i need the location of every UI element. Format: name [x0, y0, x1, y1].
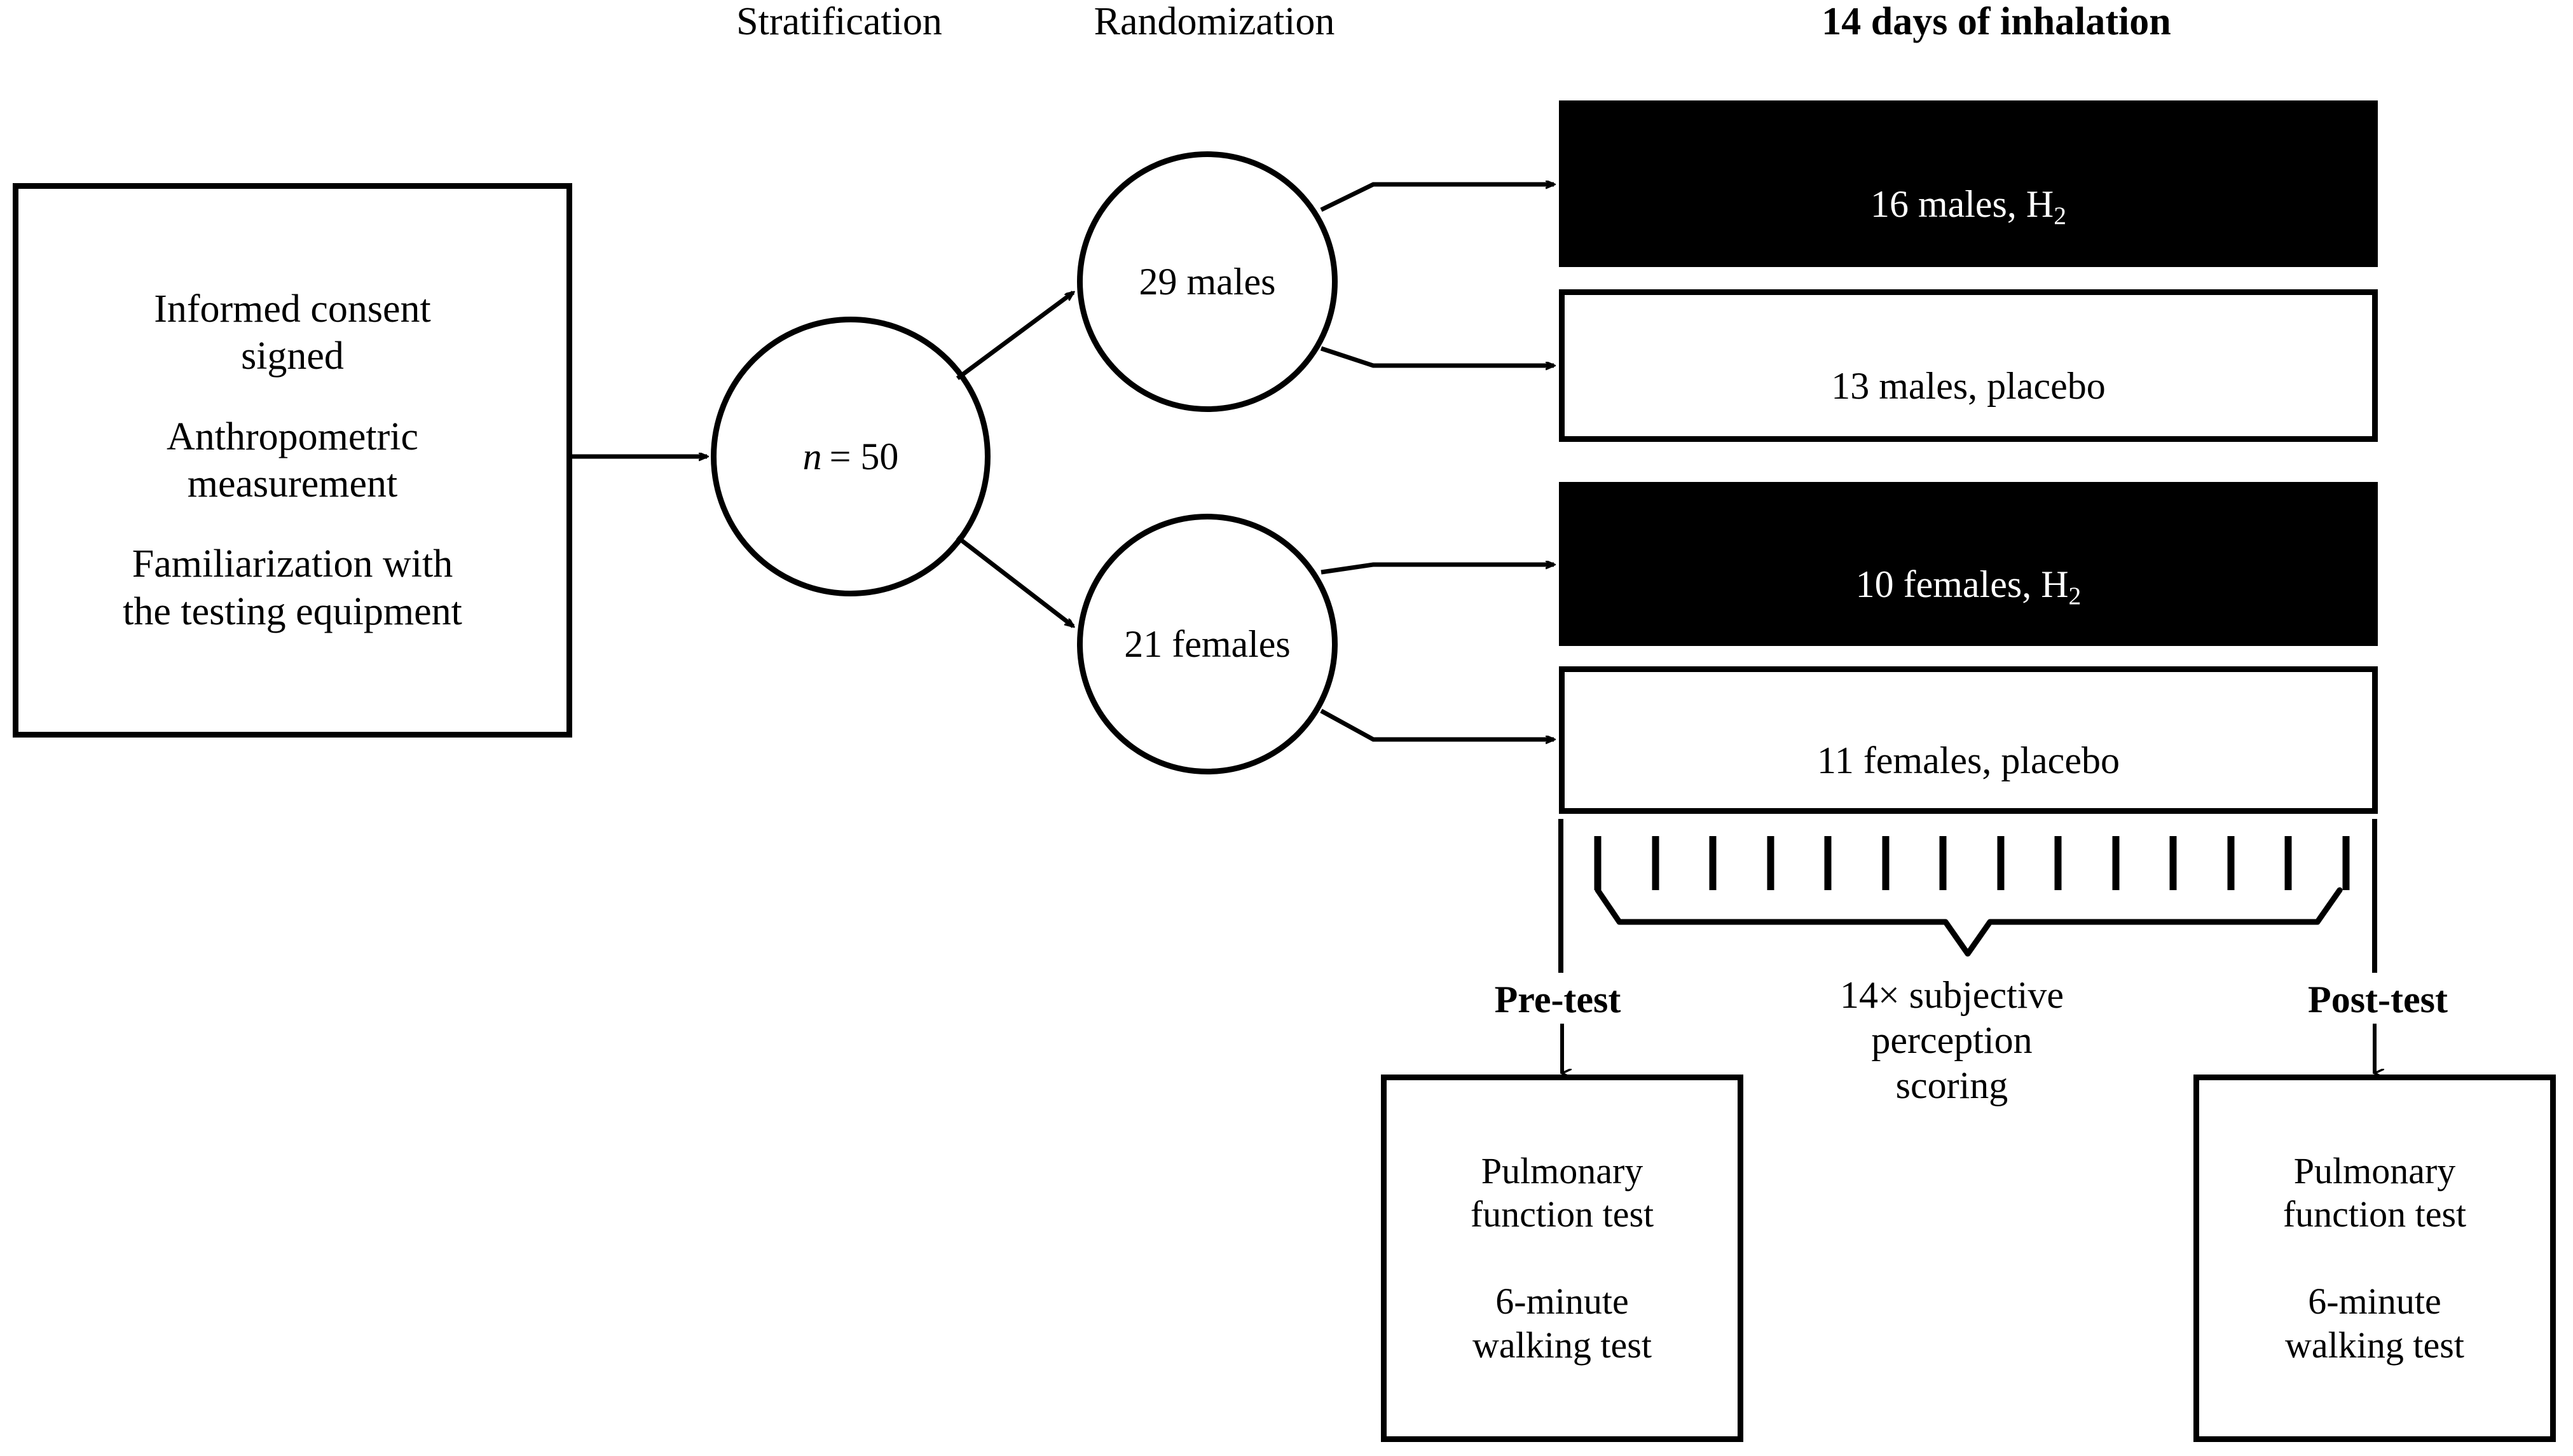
post-test-box: Pulmonary function test 6-minute walking…	[2193, 1075, 2556, 1442]
pre-test-box-content: Pulmonary function test 6-minute walking…	[1470, 1150, 1654, 1366]
intro-line-consent: Informed consent signed	[154, 287, 431, 378]
arrow-females-to-h2	[1321, 565, 1554, 575]
circle-females: 21 females	[1077, 514, 1338, 774]
inhalation-day-ticks	[1594, 836, 2350, 890]
post-test-label: Post-test	[2308, 979, 2448, 1020]
group-box-females-placebo-label: 11 females, placebo	[1817, 739, 2120, 781]
group-box-males-h2-label: 16 males, H2	[1870, 183, 2067, 230]
subjective-scoring-label: 14× subjective perception scoring	[1839, 974, 2064, 1106]
group-box-males-placebo-label: 13 males, placebo	[1831, 365, 2106, 407]
arrow-total-to-females	[956, 535, 1073, 626]
circle-total-sample: n = 50	[711, 317, 991, 596]
group-box-males-h2: 16 males, H2	[1559, 100, 2378, 267]
pre-test-label: Pre-test	[1494, 979, 1621, 1020]
header-inhalation-period: 14 days of inhalation	[1822, 0, 2171, 43]
intro-line-anthropometric: Anthropometric measurement	[166, 415, 418, 505]
post-test-box-content: Pulmonary function test 6-minute walking…	[2282, 1150, 2467, 1366]
pre-test-box: Pulmonary function test 6-minute walking…	[1381, 1075, 1743, 1442]
group-box-females-h2: 10 females, H2	[1559, 482, 2378, 646]
arrow-total-to-males	[956, 292, 1073, 380]
group-box-males-placebo: 13 males, placebo	[1559, 289, 2378, 442]
circle-total-sample-label: n = 50	[802, 435, 899, 477]
intro-line-familiarization: Familiarization with the testing equipme…	[123, 542, 462, 633]
group-box-females-h2-label: 10 females, H2	[1855, 563, 2082, 610]
circle-males: 29 males	[1077, 151, 1338, 412]
arrow-males-to-h2	[1320, 184, 1554, 212]
intro-box: Informed consent signed Anthropometric m…	[13, 183, 572, 738]
arrow-males-to-placebo	[1320, 346, 1554, 366]
group-box-females-placebo: 11 females, placebo	[1559, 666, 2378, 814]
header-randomization: Randomization	[1094, 0, 1335, 43]
header-stratification: Stratification	[736, 0, 942, 43]
arrow-females-to-placebo	[1320, 708, 1554, 739]
scoring-brace	[1595, 887, 2343, 957]
